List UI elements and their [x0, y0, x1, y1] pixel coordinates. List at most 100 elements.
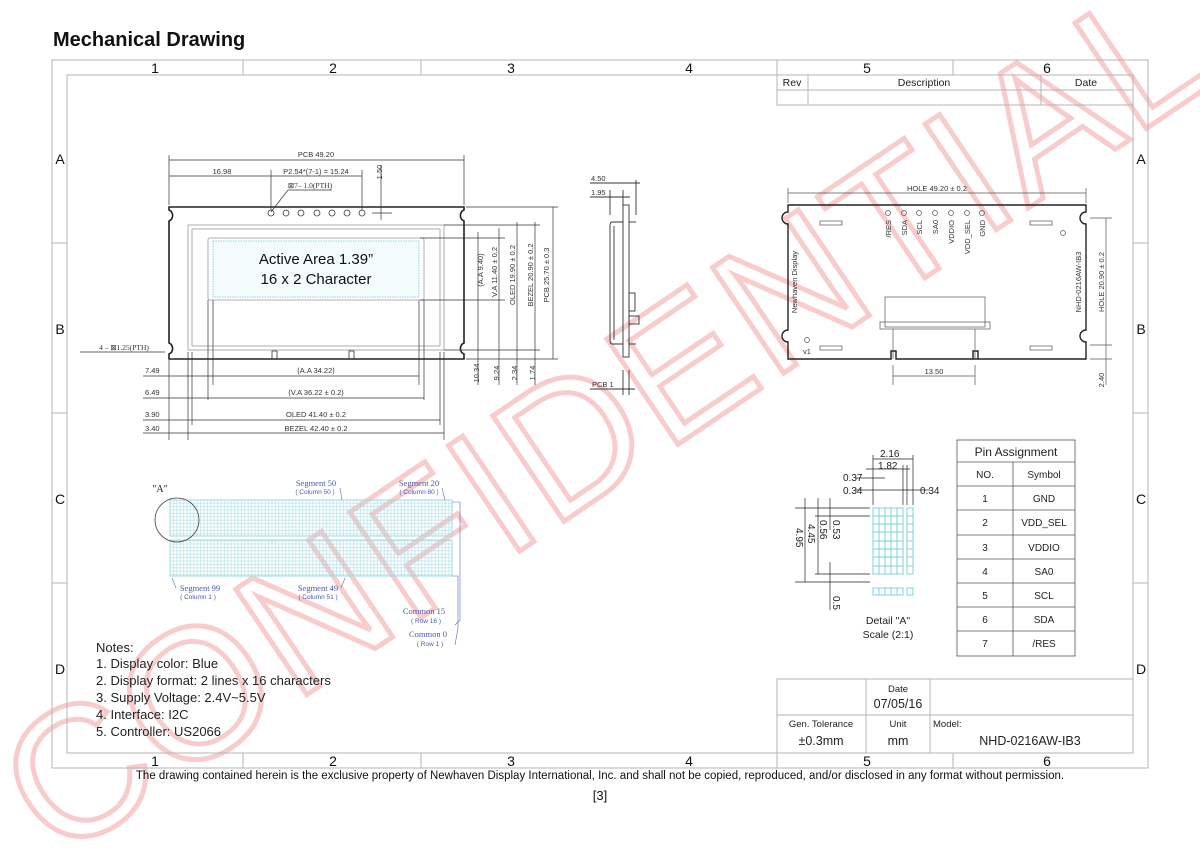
svg-text:B: B — [55, 321, 64, 337]
svg-text:C: C — [1136, 491, 1146, 507]
svg-text:SA0: SA0 — [931, 220, 940, 234]
detail-a: 2.16 1.82 0.37 0.34 0.34 0.53 0.56 4.45 … — [793, 449, 940, 641]
svg-text:13.50: 13.50 — [925, 367, 944, 376]
svg-text:⊠7– 1.0(PTH): ⊠7– 1.0(PTH) — [288, 181, 333, 190]
svg-text:3.90: 3.90 — [145, 410, 160, 419]
frame-row-labels: A B C D A B C D — [55, 151, 1146, 677]
disclaimer-text: The drawing contained herein is the excl… — [135, 770, 1065, 782]
svg-text:0.53: 0.53 — [830, 520, 841, 540]
svg-text:5: 5 — [863, 753, 871, 769]
svg-text:VDDIO: VDDIO — [947, 220, 956, 244]
svg-text:1: 1 — [151, 753, 159, 769]
svg-text:VDD_SEL: VDD_SEL — [963, 220, 972, 254]
svg-text:2: 2 — [329, 753, 337, 769]
svg-text:Symbol: Symbol — [1027, 470, 1060, 481]
svg-text:mm: mm — [888, 734, 909, 748]
svg-text:D: D — [1136, 661, 1146, 677]
svg-text:SCL: SCL — [1034, 591, 1054, 602]
svg-text:Description: Description — [898, 77, 951, 89]
svg-text:Segment 49: Segment 49 — [298, 583, 338, 593]
svg-text:Model:: Model: — [933, 719, 962, 730]
svg-text:PCB 49.20: PCB 49.20 — [298, 150, 334, 159]
svg-text:0.56: 0.56 — [817, 520, 828, 540]
svg-text:Rev: Rev — [783, 77, 802, 89]
svg-text:2.40: 2.40 — [1097, 373, 1106, 388]
svg-text:4.95: 4.95 — [793, 528, 804, 548]
svg-text:4: 4 — [685, 753, 693, 769]
svg-text:7: 7 — [982, 639, 988, 650]
svg-text:( Column 50 ): ( Column 50 ) — [295, 489, 334, 496]
svg-text:HOLE 20.90 ± 0.2: HOLE 20.90 ± 0.2 — [1097, 252, 1106, 312]
svg-text:(A.A 34.22): (A.A 34.22) — [297, 366, 335, 375]
svg-text:( Column 80 ): ( Column 80 ) — [399, 489, 438, 496]
svg-text:V.A 11.40 ± 0.2: V.A 11.40 ± 0.2 — [490, 247, 499, 297]
svg-text:2: 2 — [982, 518, 988, 529]
page-number: [3] — [592, 788, 608, 803]
svg-text:5: 5 — [982, 591, 988, 602]
svg-text:5: 5 — [863, 60, 871, 76]
svg-text:1.95: 1.95 — [591, 188, 606, 197]
svg-text:NO.: NO. — [976, 470, 994, 481]
svg-text:GND: GND — [1033, 494, 1055, 505]
pixel-map: "A" Segment 50 ( Column 50 ) Segment 20 … — [152, 478, 461, 648]
svg-text:07/05/16: 07/05/16 — [874, 697, 923, 711]
svg-text:( Column 51 ): ( Column 51 ) — [298, 594, 337, 601]
svg-text:2.16: 2.16 — [880, 449, 900, 460]
svg-text:6.49: 6.49 — [145, 388, 160, 397]
svg-text:Segment 99: Segment 99 — [180, 583, 220, 593]
svg-text:16.98: 16.98 — [213, 167, 232, 176]
svg-text:(A.A 9.40): (A.A 9.40) — [476, 253, 485, 287]
svg-text:Scale (2:1): Scale (2:1) — [863, 629, 914, 641]
svg-text:SCL: SCL — [915, 220, 924, 235]
svg-text:0.37: 0.37 — [843, 473, 863, 484]
revision-table: Rev Description Date — [776, 74, 1134, 106]
svg-text:( Column 1 ): ( Column 1 ) — [180, 594, 216, 601]
svg-text:0.34: 0.34 — [843, 486, 863, 497]
drawing-frame — [51, 59, 1149, 769]
svg-text:6: 6 — [1043, 753, 1051, 769]
svg-text:1: 1 — [982, 494, 988, 505]
svg-text:2.34: 2.34 — [510, 366, 519, 381]
svg-text:1: 1 — [151, 60, 159, 76]
svg-text:3: 3 — [982, 543, 988, 554]
svg-text:NHD-0216AW-IB3: NHD-0216AW-IB3 — [1074, 252, 1083, 313]
svg-text:0.34: 0.34 — [920, 486, 940, 497]
svg-text:SA0: SA0 — [1035, 567, 1054, 578]
svg-text:/RES: /RES — [884, 220, 893, 238]
side-view: 4.50 1.95 PCB 1 — [590, 174, 640, 395]
svg-text:( Row 1 ): ( Row 1 ) — [417, 641, 443, 648]
svg-text:1.82: 1.82 — [878, 461, 898, 472]
svg-text:Unit: Unit — [890, 719, 907, 730]
svg-text:Notes:: Notes: — [96, 640, 134, 655]
title-block: Date 07/05/16 Gen. Tolerance ±0.3mm Unit… — [776, 678, 1134, 754]
svg-text:1. Display color: Blue: 1. Display color: Blue — [96, 656, 218, 671]
svg-text:VDDIO: VDDIO — [1028, 543, 1060, 554]
svg-text:±0.3mm: ±0.3mm — [798, 734, 843, 748]
svg-text:HOLE 49.20 ± 0.2: HOLE 49.20 ± 0.2 — [907, 184, 967, 193]
svg-text:4. Interface: I2C: 4. Interface: I2C — [96, 707, 189, 722]
svg-text:"A": "A" — [152, 484, 167, 495]
svg-text:4: 4 — [685, 60, 693, 76]
svg-text:Segment 20: Segment 20 — [399, 478, 439, 488]
svg-text:1.50: 1.50 — [375, 165, 384, 180]
svg-text:OLED 19.90 ± 0.2: OLED 19.90 ± 0.2 — [508, 245, 517, 305]
svg-text:PCB 25.70 ± 0.3: PCB 25.70 ± 0.3 — [542, 248, 551, 303]
svg-text:7.49: 7.49 — [145, 366, 160, 375]
svg-text:2: 2 — [329, 60, 337, 76]
svg-text:Common 15: Common 15 — [403, 606, 445, 616]
svg-text:Date: Date — [1075, 77, 1097, 89]
svg-text:v1: v1 — [803, 347, 811, 356]
svg-text:9.24: 9.24 — [492, 366, 501, 381]
svg-text:B: B — [1136, 321, 1145, 337]
svg-text:2. Display format: 2 lines x 1: 2. Display format: 2 lines x 16 characte… — [96, 673, 331, 688]
svg-text:3. Supply Voltage: 2.4V~5.5V: 3. Supply Voltage: 2.4V~5.5V — [96, 690, 266, 705]
svg-text:C: C — [55, 491, 65, 507]
svg-text:OLED 41.40 ± 0.2: OLED 41.40 ± 0.2 — [286, 410, 346, 419]
back-view: HOLE 49.20 ± 0.2 13.50 HOLE 20.90 ± 0.2 … — [781, 184, 1112, 388]
svg-text:5. Controller: US2066: 5. Controller: US2066 — [96, 724, 221, 739]
svg-text:3.40: 3.40 — [145, 424, 160, 433]
svg-text:Pin Assignment: Pin Assignment — [975, 445, 1058, 459]
svg-text:1.74: 1.74 — [528, 366, 537, 381]
svg-text:VDD_SEL: VDD_SEL — [1021, 518, 1067, 529]
